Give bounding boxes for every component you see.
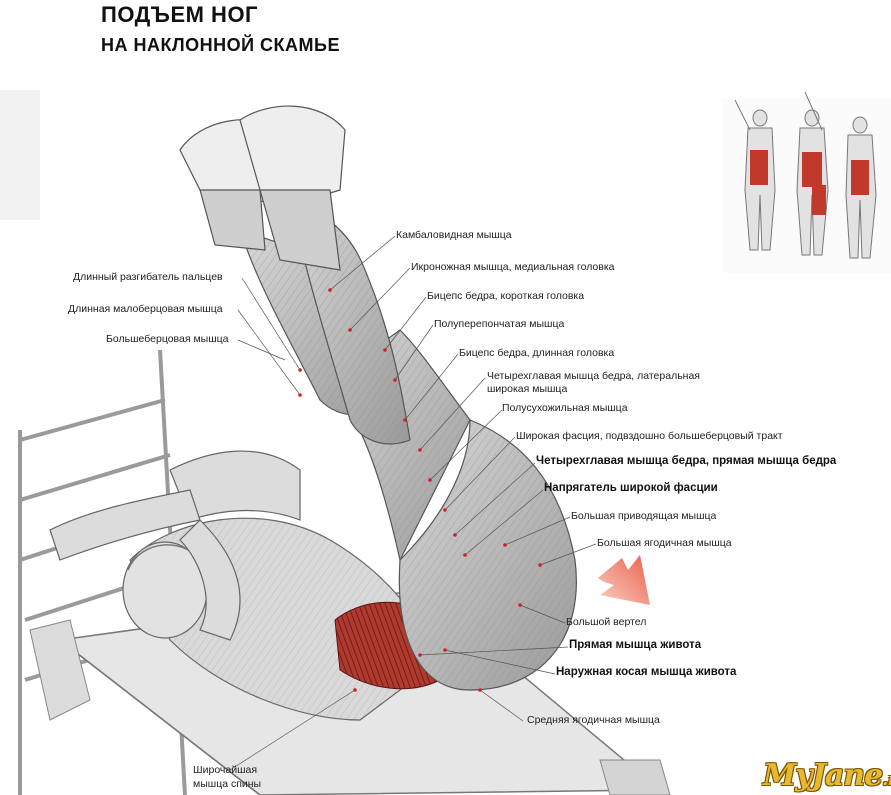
label-extensor-digitorum-longus: Длинный разгибатель пальцев xyxy=(73,271,223,283)
label-vastus-lateralis-2: широкая мышца xyxy=(487,383,568,395)
label-rectus-femoris: Четырехглавая мышца бедра, прямая мышца … xyxy=(536,455,837,467)
label-tibialis-anterior: Большеберцовая мышца xyxy=(106,333,229,345)
athlete-shoes xyxy=(179,105,346,271)
athlete-arms xyxy=(49,450,301,641)
label-latissimus-1: Широчайшая xyxy=(193,764,258,776)
leader-lines xyxy=(229,235,597,771)
page-corner-shading xyxy=(0,90,40,220)
label-gluteus-medius: Средняя ягодичная мышца xyxy=(527,714,660,726)
title-line-2: НА НАКЛОННОЙ СКАМЬЕ xyxy=(101,35,340,55)
label-semimembranosus: Полуперепончатая мышца xyxy=(434,318,565,330)
muscle-markers xyxy=(298,288,542,692)
label-tensor-fasciae-latae: Напрягатель широкой фасции xyxy=(544,482,718,494)
watermark-logo: MyJane.ru xyxy=(763,758,891,793)
label-greater-trochanter: Большой вертел xyxy=(566,616,647,628)
label-biceps-femoris-short: Бицепс бедра, короткая головка xyxy=(427,290,585,302)
label-soleus: Камбаловидная мышца xyxy=(396,229,512,241)
label-gluteus-maximus: Большая ягодичная мышца xyxy=(597,537,732,549)
label-iliotibial-tract: Широкая фасция, подвздошно большеберцовы… xyxy=(516,430,783,442)
motion-arrow xyxy=(598,555,650,605)
label-adductor-magnus: Большая приводящая мышца xyxy=(571,510,717,522)
label-gastrocnemius-medial: Икроножная мышца, медиальная головка xyxy=(411,261,615,273)
label-biceps-femoris-long: Бицепс бедра, длинная головка xyxy=(459,347,615,359)
title-line-1: ПОДЪЕМ НОГ xyxy=(101,2,259,27)
label-vastus-lateralis-1: Четырехглавая мышца бедра, латеральная xyxy=(487,370,700,382)
label-peroneus-longus: Длинная малоберцовая мышца xyxy=(68,303,223,315)
label-rectus-abdominis: Прямая мышца живота xyxy=(569,639,702,651)
reference-figures xyxy=(722,91,891,273)
label-latissimus-2: мышца спины xyxy=(193,778,262,790)
label-external-oblique: Наружная косая мышца живота xyxy=(556,666,737,678)
label-semitendinosus: Полусухожильная мышца xyxy=(502,402,628,414)
